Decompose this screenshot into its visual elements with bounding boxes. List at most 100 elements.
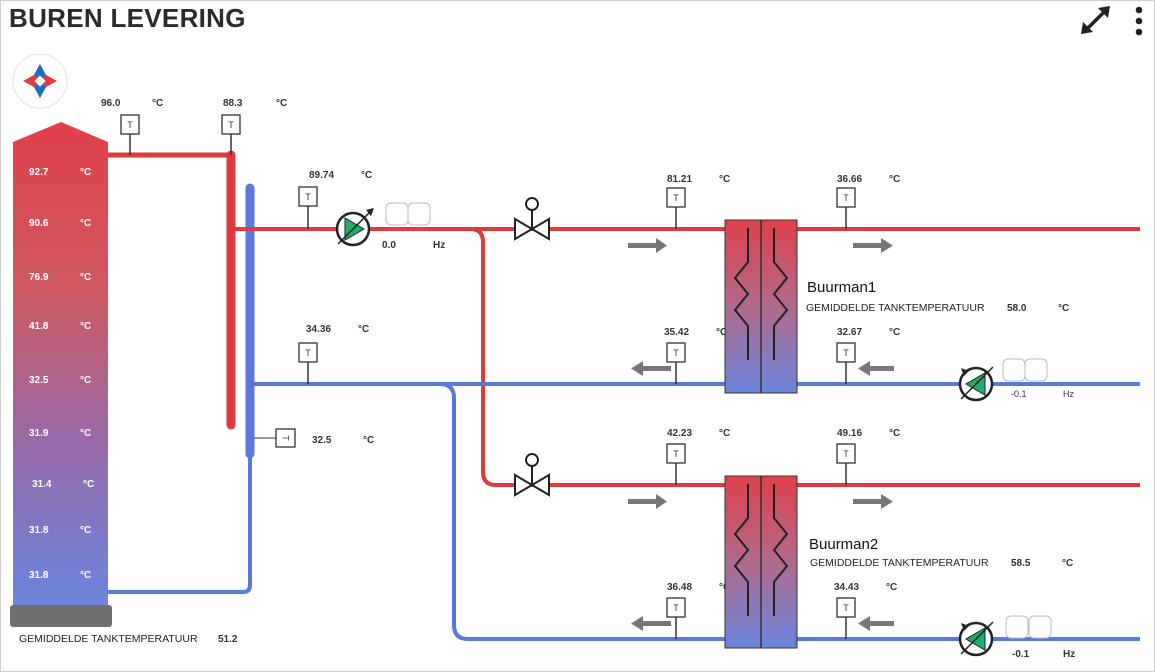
buurman2-pump-icon[interactable] (958, 621, 994, 657)
flow-arrow-right-icon (628, 494, 667, 509)
header-sensor: T 32.5 °C (275, 428, 374, 448)
sensor-value: 81.21 (667, 174, 692, 185)
sensor-symbol: T (843, 449, 849, 459)
tank-layer-value: 31.9 (29, 428, 49, 439)
sensor-value: 96.0 (101, 98, 121, 109)
temperature-sensor: T49.16°C (836, 428, 900, 485)
sensor-unit: °C (889, 428, 900, 439)
sensor-symbol: T (843, 348, 849, 358)
buurman2-pump-freq: -0.1 (1012, 649, 1030, 660)
sensor-unit: °C (716, 327, 727, 338)
temperature-sensor: T 42.23 °C (666, 428, 730, 485)
tank-layer-unit: °C (80, 375, 91, 386)
supply-pump-icon[interactable] (335, 208, 374, 247)
sensor-unit: °C (152, 98, 163, 109)
sensor-symbol: T (673, 603, 679, 613)
buurman1-pump-unit: Hz (1063, 389, 1074, 399)
temperature-sensor: T 34.36 °C (298, 324, 369, 384)
tank-layer-unit: °C (83, 479, 94, 490)
tank-layer-value: 31.8 (29, 570, 49, 581)
valve-2-icon[interactable] (514, 453, 550, 497)
buurman2-name: Buurman2 (809, 536, 878, 553)
flow-arrow-left-icon (858, 361, 894, 376)
sensor-unit: °C (358, 324, 369, 335)
sensor-symbol: T (843, 193, 849, 203)
buurman1-pump-freq: -0.1 (1011, 389, 1027, 399)
buurman1-avg-unit: °C (1058, 303, 1069, 314)
flow-arrows (628, 238, 894, 631)
buurman2-avg-value: 58.5 (1011, 558, 1031, 569)
heat-exchanger-1 (724, 219, 798, 394)
sensor-value: 88.3 (223, 98, 243, 109)
supply-pump-freq: 0.0 (382, 240, 396, 251)
sensor-unit: °C (363, 435, 374, 446)
buurman1-avg-value: 58.0 (1007, 303, 1027, 314)
sensor-symbol: T (673, 348, 679, 358)
tank-layer-unit: °C (80, 428, 91, 439)
flow-arrow-right-icon (628, 238, 667, 253)
expand-arrows-icon[interactable] (1081, 6, 1110, 34)
sensor-symbol: T (305, 348, 311, 358)
sensor-value: 32.5 (312, 435, 332, 446)
buurman2-pump-toggle[interactable] (1005, 615, 1052, 639)
temperature-sensor: T 32.67 °C (836, 327, 900, 384)
tank-layer-value: 31.4 (32, 479, 52, 490)
sensor-value: 32.67 (837, 327, 862, 338)
tank-layer-value: 92.7 (29, 167, 49, 178)
sensor-value: 34.36 (306, 324, 331, 335)
buurman2-avg-label: GEMIDDELDE TANKTEMPERATUUR (810, 557, 989, 569)
valve-1-icon[interactable] (514, 197, 550, 241)
sensor-symbol: T (673, 193, 679, 203)
flow-arrow-right-icon (853, 238, 893, 253)
supply-pump-unit: Hz (433, 240, 445, 251)
buurman2-avg-unit: °C (1062, 558, 1073, 569)
page-title: BUREN LEVERING (9, 3, 246, 33)
sensor-symbol: T (843, 603, 849, 613)
pipes (107, 150, 1140, 641)
sensor-value: 42.23 (667, 428, 692, 439)
temperature-sensor: T34.43°C (834, 582, 897, 639)
buurman1-pump-toggle[interactable] (1002, 358, 1048, 382)
flow-arrow-left-icon (631, 361, 671, 376)
flow-arrow-right-icon (853, 494, 893, 509)
tank-layer-value: 32.5 (29, 375, 49, 386)
sensor-unit: °C (889, 174, 900, 185)
tank-avg-value: 51.2 (218, 634, 238, 645)
tank-layer-readings: 92.7°C90.6°C76.9°C41.8°C32.5°C31.9°C31.4… (29, 167, 94, 581)
company-logo-icon (12, 53, 68, 109)
tank-layer-value: 31.8 (29, 525, 49, 536)
sensor-symbol: T (228, 120, 234, 130)
vertical-dots-menu-icon[interactable] (1135, 6, 1143, 36)
buurman1-name: Buurman1 (807, 279, 876, 296)
sensor-value: 36.66 (837, 174, 862, 185)
heat-exchanger-2 (724, 475, 798, 649)
temperature-sensor: T 96.0 °C (101, 98, 163, 155)
sensor-symbol: T (673, 449, 679, 459)
tank-layer-unit: °C (80, 167, 91, 178)
sensor-unit: °C (361, 170, 372, 181)
flow-arrow-left-icon (631, 616, 671, 631)
buurman1-avg-label: GEMIDDELDE TANKTEMPERATUUR (806, 302, 985, 314)
sensor-value: 89.74 (309, 170, 334, 181)
sensor-symbol: T (127, 120, 133, 130)
temperature-sensor: T 81.21 °C (666, 174, 730, 229)
tank-layer-unit: °C (80, 570, 91, 581)
sensor-symbol: T (305, 192, 311, 202)
tank-avg-label: GEMIDDELDE TANKTEMPERATUUR (19, 633, 198, 645)
sensor-symbol: T (281, 435, 291, 441)
sensor-unit: °C (889, 327, 900, 338)
temperature-sensor: T 89.74 °C (298, 170, 372, 229)
flow-arrow-left-icon (858, 616, 894, 631)
sensor-unit: °C (719, 174, 730, 185)
supply-pump-toggle[interactable] (385, 202, 431, 226)
tank-layer-unit: °C (80, 272, 91, 283)
sensor-unit: °C (719, 428, 730, 439)
sensor-unit: °C (886, 582, 897, 593)
buurman1-pump-icon[interactable] (958, 366, 994, 402)
temperature-sensor: T 88.3 °C (221, 98, 287, 155)
temperature-sensor: T 36.66 °C (836, 174, 900, 229)
temperature-sensor: T35.42°C (664, 327, 727, 384)
tank-layer-value: 76.9 (29, 272, 49, 283)
sensor-unit: °C (276, 98, 287, 109)
